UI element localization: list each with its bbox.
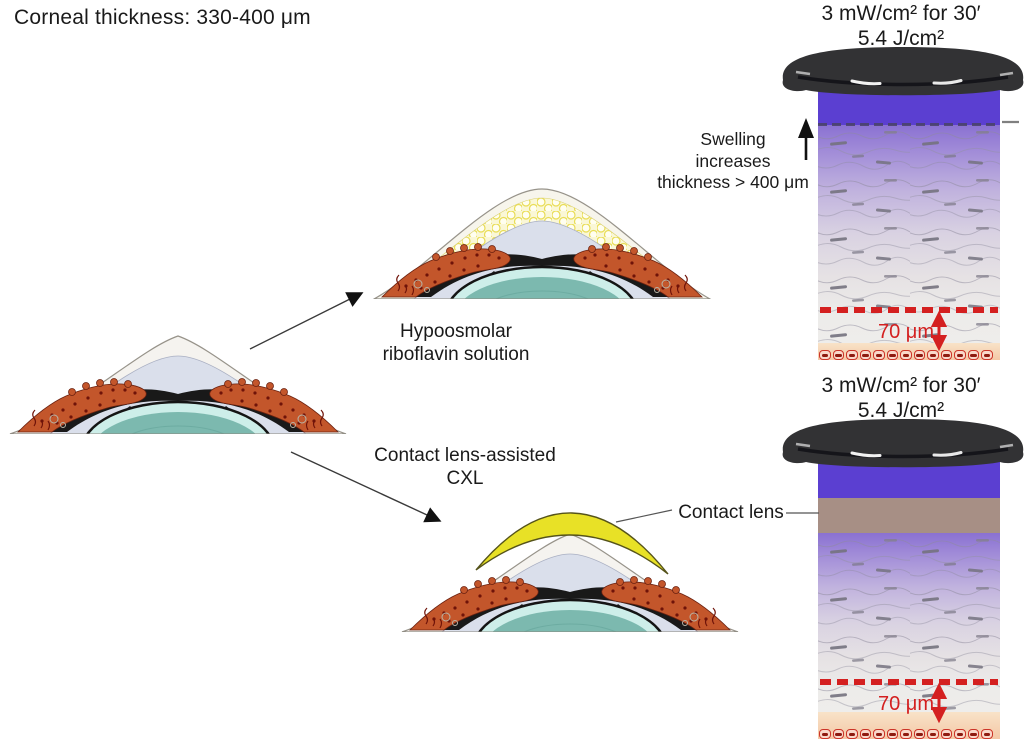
- endothelium-bottom: [818, 712, 1000, 739]
- endothelium-cell: [927, 350, 939, 360]
- endothelium-cell: [900, 729, 912, 739]
- endothelium-cell: [832, 729, 844, 739]
- endothelium-cell: [846, 729, 858, 739]
- uv-beam-top: [818, 86, 1000, 126]
- uv-beam-bottom: [818, 458, 1000, 498]
- dose-label-top: 3 mW/cm² for 30′ 5.4 J/cm²: [781, 1, 1021, 51]
- endothelium-cell: [954, 350, 966, 360]
- endothelium-cell: [981, 729, 993, 739]
- endothelium-cell: [873, 350, 885, 360]
- cxl-label: Contact lens-assisted CXL: [374, 445, 556, 489]
- endothelium-cell: [940, 729, 952, 739]
- endothelium-cell: [873, 729, 885, 739]
- contact-lens-band: [818, 498, 1000, 533]
- depth-label-bottom: 70 μm: [878, 693, 934, 715]
- endothelium-cell: [859, 350, 871, 360]
- dose-line: 3 mW/cm² for 30′: [821, 374, 981, 397]
- cornea-diagram-swollen: [372, 139, 712, 304]
- endothelium-cell: [967, 729, 979, 739]
- depth-label-top: 70 μm: [878, 321, 934, 343]
- endothelium-cell: [913, 350, 925, 360]
- endothelium-cell: [886, 350, 898, 360]
- swelling-label: Swelling increases thickness > 400 μm: [657, 129, 809, 192]
- endothelium-cell: [859, 729, 871, 739]
- endothelium-cell: [900, 350, 912, 360]
- endothelium-cell: [846, 350, 858, 360]
- cornea-diagram-contact-lens: [400, 472, 740, 637]
- endothelium-cell: [927, 729, 939, 739]
- endothelium-cell: [819, 729, 831, 739]
- endothelium-cell: [886, 729, 898, 739]
- demarcation-line-bottom: [820, 679, 998, 685]
- endothelium-cell-row: [819, 350, 993, 360]
- demarcation-line-top: [820, 307, 998, 313]
- contact-lens-label: Contact lens: [678, 502, 784, 523]
- hypoosmolar-label: Hypoosmolar riboflavin solution: [382, 321, 530, 365]
- endothelium-cell: [981, 350, 993, 360]
- fluence-line: 5.4 J/cm²: [857, 399, 945, 422]
- endothelium-cell: [967, 350, 979, 360]
- endothelium-cell: [819, 350, 831, 360]
- dose-label-bottom: 3 mW/cm² for 30′ 5.4 J/cm²: [781, 373, 1021, 423]
- endothelium-top: [818, 343, 1000, 360]
- fluence-line: 5.4 J/cm²: [857, 27, 945, 50]
- epithelium-dashed-line: [818, 123, 1000, 126]
- figure-title: Corneal thickness: 330-400 μm: [14, 6, 311, 29]
- collagen-fibers: [818, 125, 1000, 343]
- endothelium-cell: [913, 729, 925, 739]
- endothelium-cell: [832, 350, 844, 360]
- stroma-block-bottom: [818, 533, 1000, 712]
- cornea-diagram-thin: [8, 274, 348, 439]
- endothelium-cell-row: [819, 729, 993, 739]
- endothelium-cell: [940, 350, 952, 360]
- stroma-block-top: [818, 125, 1000, 343]
- collagen-fibers: [818, 533, 1000, 712]
- endothelium-cell: [954, 729, 966, 739]
- dose-line: 3 mW/cm² for 30′: [821, 2, 981, 25]
